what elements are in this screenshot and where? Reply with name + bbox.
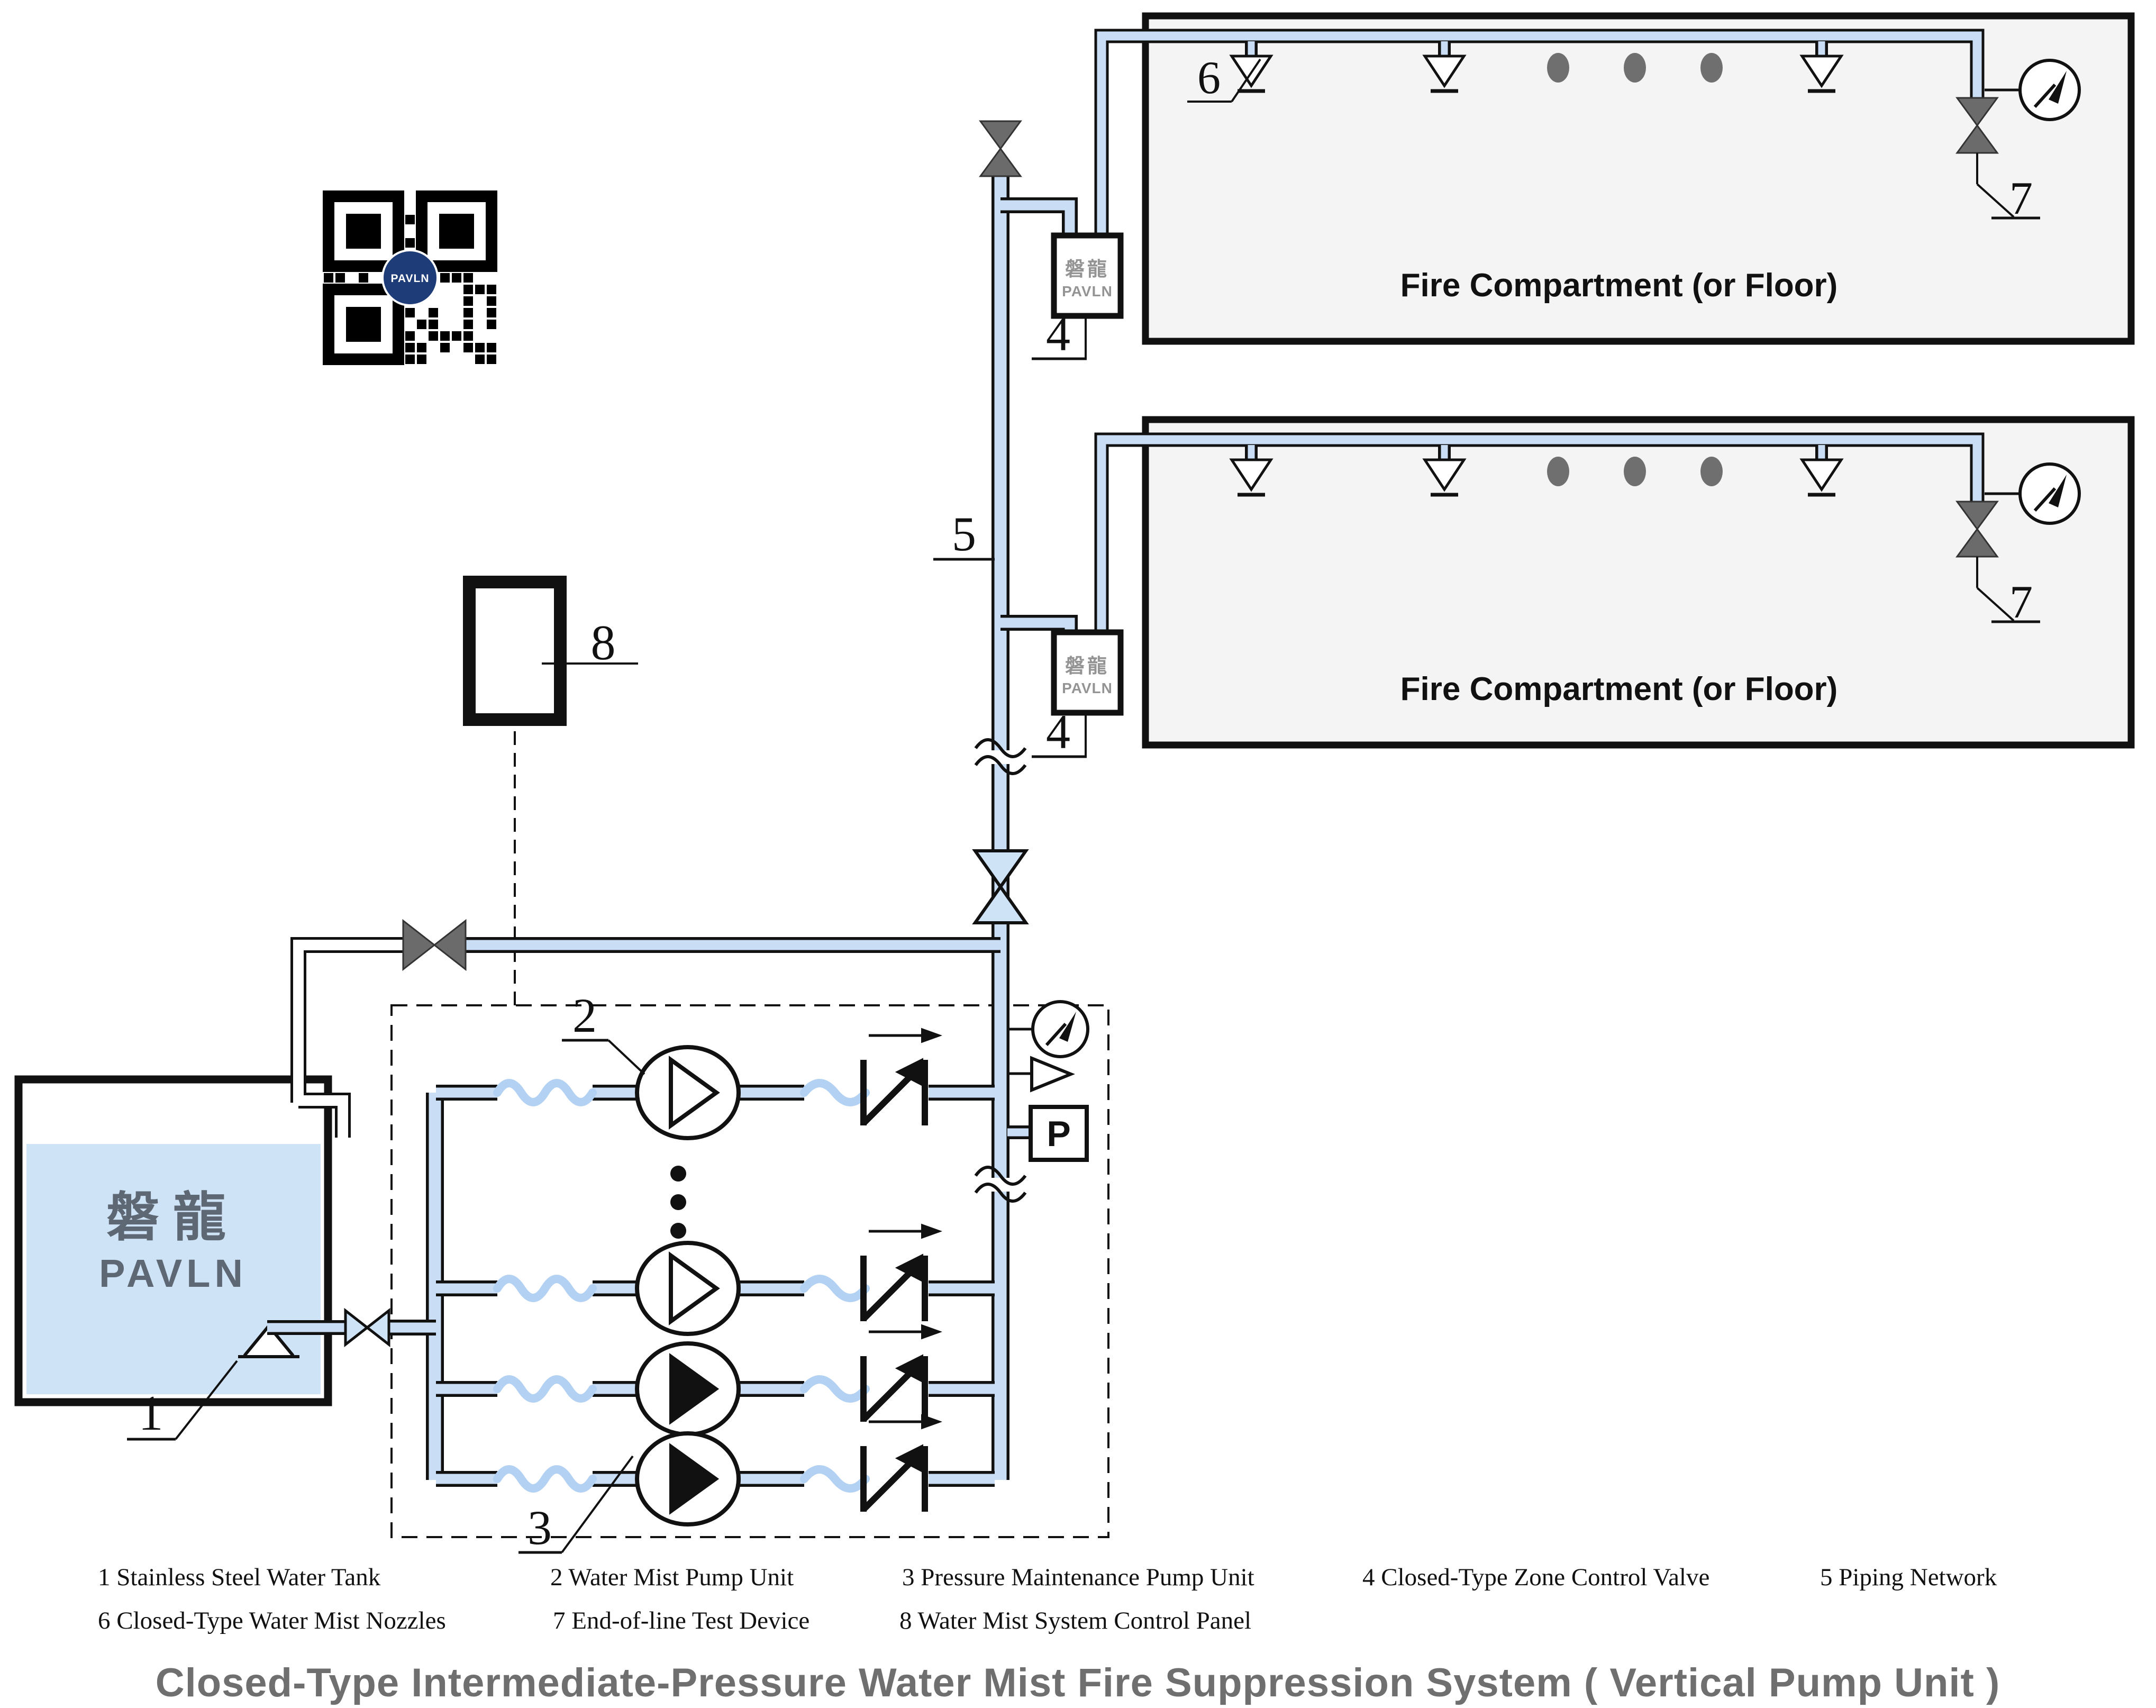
callout-5: 5 — [933, 507, 995, 561]
pressure-maintenance-pump-1-icon — [635, 1341, 741, 1437]
callout-4b: 4 — [1032, 705, 1087, 759]
callout-6: 6 — [1187, 52, 1261, 104]
nozzle-icon — [1799, 54, 1844, 88]
callout-7a: 7 — [1976, 153, 2040, 224]
nozzle-icon — [1799, 458, 1844, 492]
legend-item: 5 Piping Network — [1820, 1564, 1997, 1591]
flow-switch-icon — [1030, 1056, 1075, 1093]
svg-text:4: 4 — [1046, 307, 1070, 361]
nozzle-stems — [1245, 41, 1828, 460]
pump-ellipsis-dots — [670, 1166, 686, 1239]
zone-branch-2-pipe — [1000, 615, 1078, 632]
zone-control-valve-1: 磐龍 PAVLN — [1051, 232, 1124, 319]
svg-text:7: 7 — [2009, 173, 2033, 224]
compartment-1-gauge-icon — [2018, 59, 2081, 121]
tank-brand-cn: 磐龍 — [106, 1188, 240, 1247]
pressure-maintenance-pump-2-icon — [635, 1431, 741, 1527]
nozzle-icon — [1422, 54, 1467, 88]
qr-logo-circle — [381, 249, 439, 306]
check-valve-row1-icon — [860, 1028, 942, 1126]
svg-text:2: 2 — [572, 988, 597, 1042]
callout-1: 1 — [127, 1360, 238, 1441]
compartment-2-gauge-icon — [2018, 462, 2081, 525]
system-control-panel — [463, 576, 567, 726]
callout-4a: 4 — [1032, 307, 1087, 361]
end-of-line-valve-2-icon — [1955, 501, 1999, 558]
svg-text:8: 8 — [591, 615, 616, 670]
compartment-2-header-pipe — [1094, 432, 1985, 632]
tank-fill-valve-icon — [402, 919, 467, 971]
check-valve-row3-icon — [860, 1324, 942, 1422]
diagram-title: Closed-Type Intermediate-Pressure Water … — [156, 1660, 2000, 1705]
nozzle-icon — [1422, 458, 1467, 492]
zone-valve-2-brand-cn: 磐龍 — [1065, 655, 1109, 677]
tank-fill-pipe-white — [290, 937, 403, 1138]
callout-8: 8 — [542, 615, 638, 670]
tank-brand-en: PAVLN — [99, 1251, 247, 1295]
legend-item: 7 End-of-line Test Device — [553, 1607, 809, 1634]
callout-2: 2 — [562, 988, 645, 1075]
callout-7b: 7 — [1976, 557, 2040, 628]
qr-code: PAVLN — [316, 184, 504, 371]
svg-text:5: 5 — [952, 507, 976, 561]
riser-isolation-valve-icon — [972, 849, 1029, 924]
svg-text:6: 6 — [1197, 52, 1221, 104]
legend-item: 1 Stainless Steel Water Tank — [98, 1564, 381, 1591]
pipe-break-lower — [974, 1166, 1027, 1203]
riser-gauge-icon — [1031, 1000, 1089, 1058]
legend-item: 3 Pressure Maintenance Pump Unit — [902, 1564, 1254, 1591]
pump-unit-boundary — [390, 1004, 1109, 1538]
pump-row-pipes — [436, 1085, 995, 1487]
svg-text:3: 3 — [527, 1501, 552, 1555]
pipe-break-upper — [974, 738, 1027, 775]
svg-text:1: 1 — [139, 1386, 163, 1441]
water-tank: 磐龍 PAVLN — [14, 1075, 332, 1406]
qr-logo-text: PAVLN — [390, 272, 429, 285]
svg-text:7: 7 — [2009, 577, 2033, 628]
riser-top-valve-icon — [979, 120, 1022, 177]
svg-text:4: 4 — [1046, 705, 1070, 759]
callout-3: 3 — [518, 1455, 634, 1555]
water-mist-pump-1-icon — [635, 1045, 741, 1140]
check-valve-row4-icon — [860, 1414, 942, 1512]
pressure-switch-label: P — [1047, 1114, 1070, 1154]
nozzle-ellipsis-dots — [1547, 53, 1723, 486]
nozzle-icon — [1229, 458, 1273, 492]
zone-valve-1-brand-en: PAVLN — [1062, 283, 1113, 299]
compartment-1-label: Fire Compartment (or Floor) — [1400, 267, 1838, 304]
pressure-switch: P — [1029, 1105, 1089, 1162]
legend: 1 Stainless Steel Water Tank 2 Water Mis… — [98, 1564, 1997, 1634]
zone-control-valve-2: 磐龍 PAVLN — [1051, 629, 1124, 716]
check-valve-row2-icon — [860, 1223, 942, 1322]
compartment-1-header-pipe — [1094, 29, 1985, 235]
suction-manifold-pipe — [267, 1093, 444, 1480]
water-mist-pump-2-icon — [635, 1241, 741, 1336]
legend-item: 8 Water Mist System Control Panel — [899, 1607, 1251, 1634]
legend-item: 4 Closed-Type Zone Control Valve — [1362, 1564, 1709, 1591]
compartment-2-label: Fire Compartment (or Floor) — [1400, 671, 1838, 707]
flexible-connectors — [493, 1079, 870, 1493]
check-valve-icons — [860, 1028, 942, 1512]
nozzle-tip-ticks — [1238, 89, 1835, 497]
zone-valve-1-brand-cn: 磐龍 — [1065, 258, 1109, 280]
tank-outlet-valve-icon — [344, 1307, 390, 1348]
zone-valve-2-brand-en: PAVLN — [1062, 680, 1113, 696]
legend-item: 6 Closed-Type Water Mist Nozzles — [98, 1607, 446, 1634]
legend-item: 2 Water Mist Pump Unit — [550, 1564, 794, 1591]
zone-branch-1-pipe — [1000, 197, 1078, 235]
